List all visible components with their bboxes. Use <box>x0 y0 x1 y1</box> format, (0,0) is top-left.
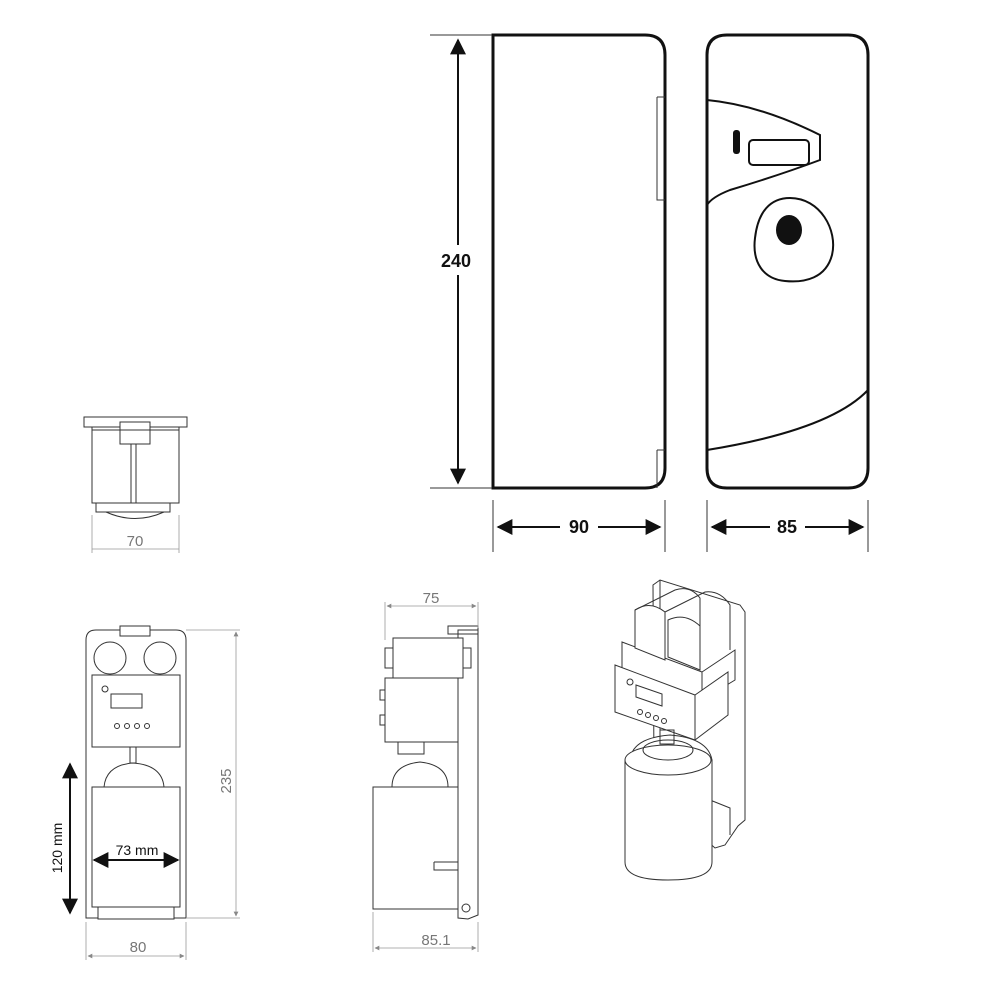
side-view: 85 <box>705 33 870 552</box>
can-height-label: 120 mm <box>49 823 65 874</box>
inner-side-bottom-label: 85.1 <box>421 932 450 949</box>
top-width-label: 70 <box>127 533 144 550</box>
inner-front-view: 73 mm 120 mm 235 80 <box>49 625 240 960</box>
front-height-label: 240 <box>441 251 471 271</box>
sensor-window <box>753 196 835 283</box>
front-view: 240 90 <box>430 33 667 552</box>
led-indicator <box>733 130 740 154</box>
isometric-view <box>614 579 746 881</box>
inner-side-top-label: 75 <box>423 590 440 607</box>
top-view: 70 <box>83 416 188 553</box>
sensor-icon <box>776 215 802 245</box>
can-width-label: 73 mm <box>116 842 159 858</box>
inner-height-label: 235 <box>218 768 235 793</box>
inner-side-view: 75 85.1 <box>372 590 479 952</box>
front-width-label: 90 <box>569 517 589 537</box>
inner-width-label: 80 <box>130 939 147 956</box>
side-depth-label: 85 <box>777 517 797 537</box>
